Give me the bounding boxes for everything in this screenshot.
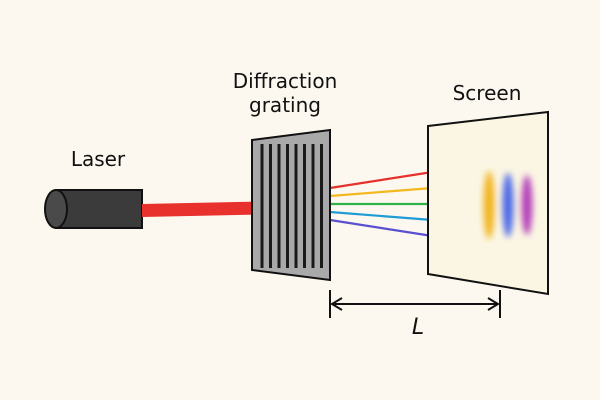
- grating-label-line1: Diffraction: [233, 69, 338, 93]
- distance-label: L: [412, 315, 424, 340]
- grating-slits: [260, 144, 323, 268]
- laser-end-cap: [44, 189, 68, 229]
- distance-arrow-left: [330, 297, 343, 311]
- screen-label: Screen: [453, 81, 522, 105]
- grating-panel: [251, 128, 331, 282]
- grating-label-line2: grating: [249, 93, 321, 117]
- laser-body: [55, 189, 143, 229]
- distance-arrow-right: [487, 297, 500, 311]
- laser-label: Laser: [71, 147, 126, 171]
- distance-marker: [329, 290, 501, 318]
- screen-spots: [483, 171, 533, 239]
- laser: [44, 189, 143, 229]
- screen: [427, 110, 549, 296]
- screen-spot: [521, 175, 533, 235]
- screen-spot: [483, 171, 495, 239]
- screen-spot: [502, 173, 514, 237]
- diffraction-grating: [251, 128, 331, 282]
